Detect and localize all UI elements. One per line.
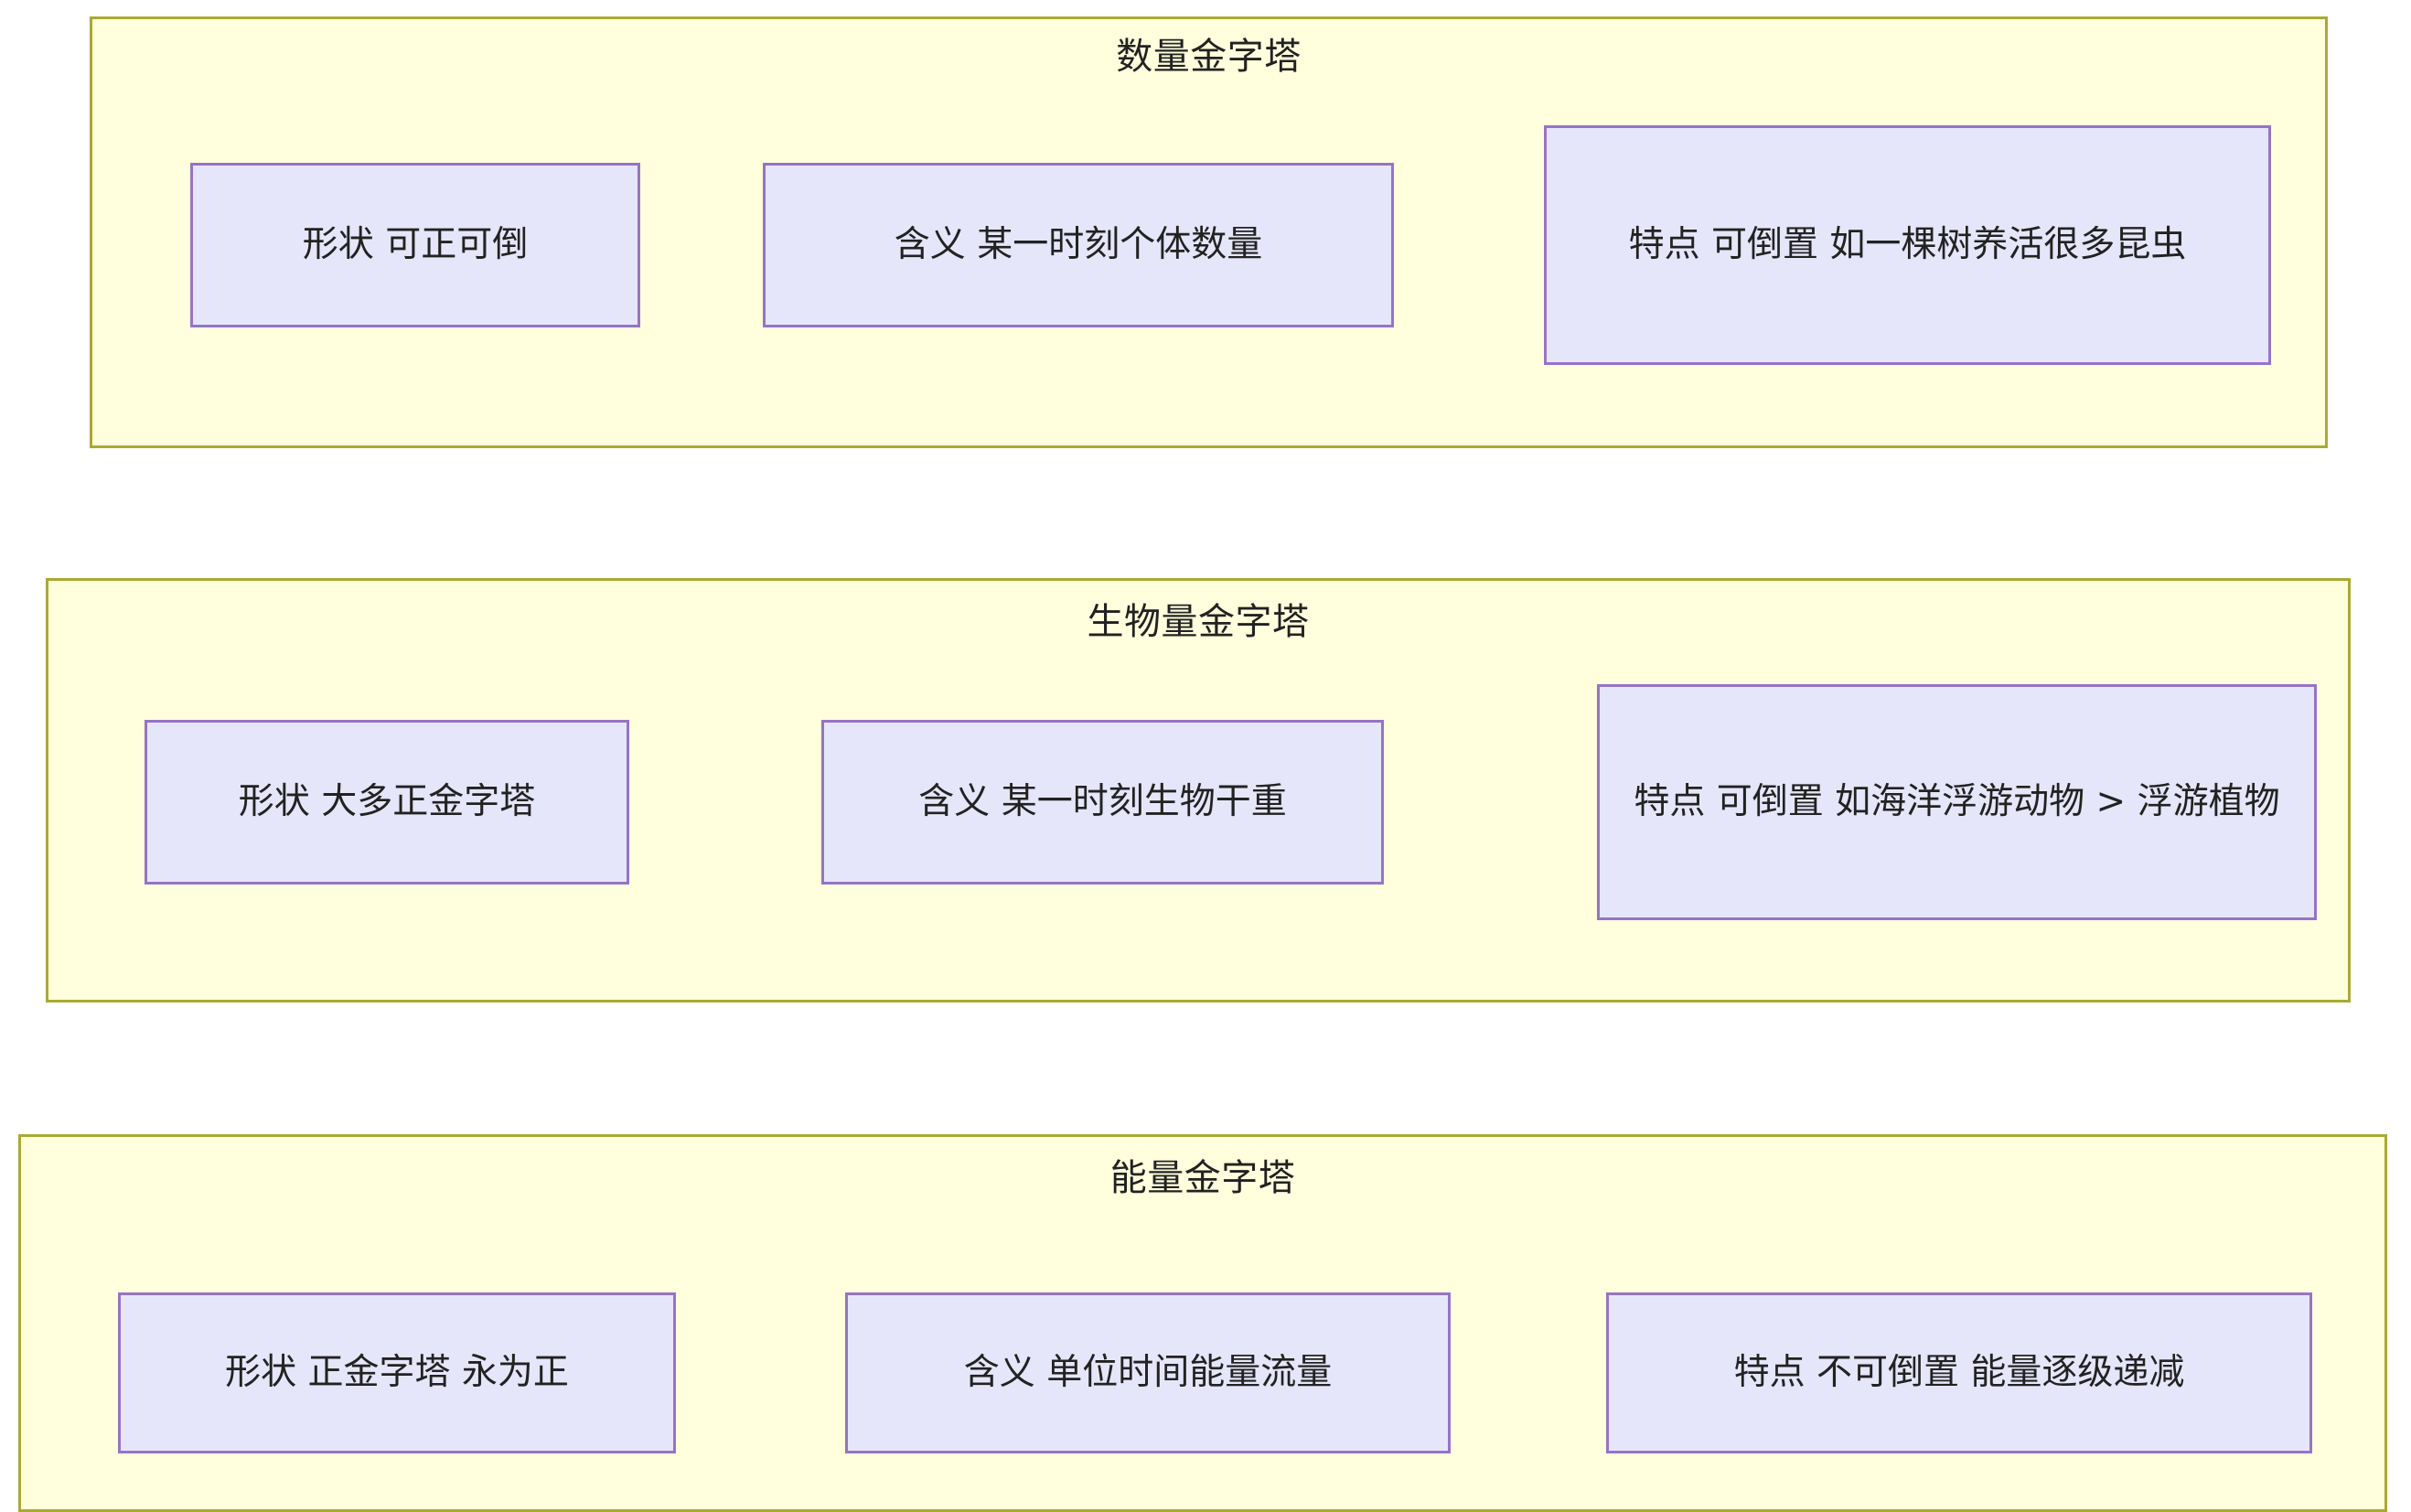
group-energy-pyramid[interactable]: 能量金字塔 形状 正金字塔 永为正 含义 单位时间能量流量 特点 不可倒置 能量… bbox=[18, 1134, 2387, 1512]
node-label-biomass-meaning: 含义 某一时刻生物干重 bbox=[918, 781, 1287, 823]
group-biomass-pyramid[interactable]: 生物量金字塔 形状 大多正金字塔 含义 某一时刻生物干重 特点 可倒置 如海洋浮… bbox=[46, 578, 2351, 1003]
node-quantity-shape[interactable]: 形状 可正可倒 bbox=[190, 163, 640, 327]
node-label-biomass-feature: 特点 可倒置 如海洋浮游动物 > 浮游植物 bbox=[1634, 781, 2280, 823]
node-quantity-meaning[interactable]: 含义 某一时刻个体数量 bbox=[763, 163, 1394, 327]
node-label-quantity-shape: 形状 可正可倒 bbox=[302, 224, 529, 266]
node-label-energy-shape: 形状 正金字塔 永为正 bbox=[225, 1352, 569, 1394]
node-biomass-shape[interactable]: 形状 大多正金字塔 bbox=[145, 720, 629, 885]
node-energy-feature[interactable]: 特点 不可倒置 能量逐级递减 bbox=[1606, 1292, 2312, 1453]
group-title-quantity-pyramid: 数量金字塔 bbox=[1116, 36, 1302, 78]
node-label-biomass-shape: 形状 大多正金字塔 bbox=[238, 781, 536, 823]
node-label-quantity-feature: 特点 可倒置 如一棵树养活很多昆虫 bbox=[1628, 224, 2187, 266]
node-energy-shape[interactable]: 形状 正金字塔 永为正 bbox=[118, 1292, 676, 1453]
node-label-energy-meaning: 含义 单位时间能量流量 bbox=[963, 1352, 1333, 1394]
node-biomass-meaning[interactable]: 含义 某一时刻生物干重 bbox=[821, 720, 1384, 885]
node-label-quantity-meaning: 含义 某一时刻个体数量 bbox=[894, 224, 1263, 266]
node-biomass-feature[interactable]: 特点 可倒置 如海洋浮游动物 > 浮游植物 bbox=[1597, 684, 2317, 920]
node-label-energy-feature: 特点 不可倒置 能量逐级递减 bbox=[1733, 1352, 2185, 1394]
group-title-biomass-pyramid: 生物量金字塔 bbox=[1087, 601, 1310, 643]
node-quantity-feature[interactable]: 特点 可倒置 如一棵树养活很多昆虫 bbox=[1544, 125, 2271, 365]
group-quantity-pyramid[interactable]: 数量金字塔 形状 可正可倒 含义 某一时刻个体数量 特点 可倒置 如一棵树养活很… bbox=[90, 16, 2328, 448]
node-energy-meaning[interactable]: 含义 单位时间能量流量 bbox=[845, 1292, 1451, 1453]
group-title-energy-pyramid: 能量金字塔 bbox=[1109, 1157, 1296, 1199]
